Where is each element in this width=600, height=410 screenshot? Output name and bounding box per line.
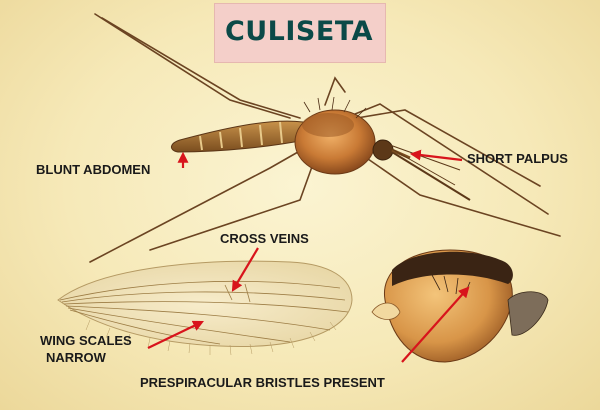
arrow-short-palpus bbox=[409, 149, 463, 162]
mosquito-head bbox=[372, 139, 394, 161]
label-prespiracular-bristles: PRESPIRACULAR BRISTLES PRESENT bbox=[140, 375, 385, 390]
wing-fringe bbox=[85, 319, 337, 356]
detail-scutellum bbox=[507, 291, 549, 336]
label-wing-scales: WING SCALES bbox=[40, 333, 132, 348]
label-short-palpus: SHORT PALPUS bbox=[467, 151, 568, 166]
page-title: CULISETA bbox=[224, 16, 374, 47]
mosquito-antennae bbox=[389, 144, 461, 186]
mosquito-abdomen bbox=[171, 120, 306, 153]
wing-veins bbox=[59, 280, 349, 345]
label-blunt-abdomen: BLUNT ABDOMEN bbox=[36, 162, 151, 177]
label-narrow: NARROW bbox=[46, 350, 106, 365]
abdomen-bands bbox=[199, 121, 283, 151]
arrow-wing-scales bbox=[147, 320, 204, 349]
detail-head-lobe bbox=[371, 302, 401, 320]
mosquito-proboscis bbox=[391, 151, 471, 201]
title-box bbox=[214, 3, 386, 63]
arrow-prespiracular bbox=[401, 286, 470, 363]
wing-figure bbox=[57, 260, 353, 356]
mosquito-figure bbox=[89, 13, 561, 263]
thorax-detail-figure bbox=[371, 249, 549, 363]
arrow-cross-veins bbox=[231, 247, 259, 292]
label-cross-veins: CROSS VEINS bbox=[220, 231, 309, 246]
thorax-bristles bbox=[303, 96, 367, 119]
pointer-arrows bbox=[147, 149, 470, 363]
detail-scutum bbox=[392, 251, 513, 286]
